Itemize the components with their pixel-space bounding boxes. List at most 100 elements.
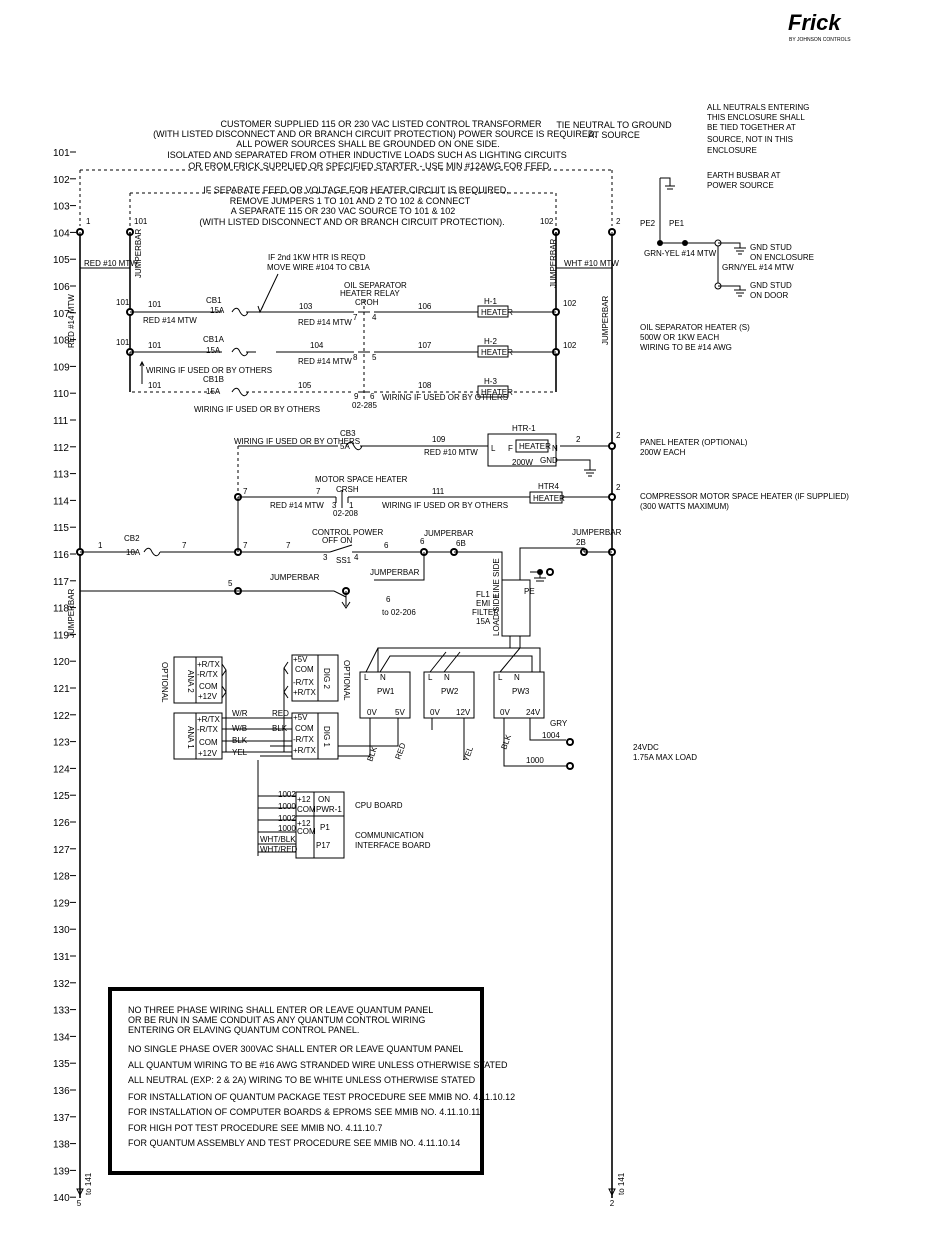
svg-text:1000: 1000 [278, 824, 296, 833]
svg-text:(WITH LISTED DISCONNECT AND OR: (WITH LISTED DISCONNECT AND OR BRANCH CI… [153, 129, 597, 139]
svg-text:WIRING IF USED OR BY OTHERS: WIRING IF USED OR BY OTHERS [234, 437, 360, 446]
oil-heater-note-2: 500W OR 1KW EACH [640, 333, 719, 342]
panel-heater-note: PANEL HEATER (OPTIONAL) [640, 438, 748, 447]
svg-text:111: 111 [432, 487, 445, 496]
note-line: NO SINGLE PHASE OVER 300VAC SHALL ENTER … [128, 1044, 463, 1054]
svg-text:MOVE WIRE #104 TO CB1A: MOVE WIRE #104 TO CB1A [267, 263, 371, 272]
svg-text:COM: COM [199, 738, 218, 747]
svg-text:WHT #10 MTW: WHT #10 MTW [564, 259, 619, 268]
svg-text:GND STUD: GND STUD [750, 243, 792, 252]
line-number: 117 [53, 577, 69, 588]
svg-text:6: 6 [370, 392, 375, 401]
svg-text:ANA 1: ANA 1 [186, 726, 195, 749]
v24dc-note-2: 1.75A MAX LOAD [633, 753, 697, 762]
svg-text:HEATER RELAY: HEATER RELAY [340, 289, 400, 298]
line-number: 123 [53, 738, 70, 749]
svg-text:OR FROM FRICK SUPPLIED OR SPEC: OR FROM FRICK SUPPLIED OR SPECIFIED STAR… [188, 161, 551, 171]
line-number: 115 [53, 523, 69, 534]
power-supplies: PW1 PW2 PW3 0V 5V 0V 12V 0V 24V L L L N … [260, 647, 574, 770]
svg-text:104: 104 [310, 341, 324, 350]
svg-text:+12: +12 [297, 819, 311, 828]
notes-text: NO THREE PHASE WIRING SHALL ENTER OR LEA… [128, 1005, 515, 1148]
line-number: 138 [53, 1140, 70, 1151]
svg-text:15A: 15A [476, 617, 491, 626]
svg-text:LINE SIDE: LINE SIDE [492, 558, 501, 597]
svg-text:ISOLATED AND SEPARATED FROM OT: ISOLATED AND SEPARATED FROM OTHER INDUCT… [167, 150, 567, 160]
svg-text:RED #10 MTW: RED #10 MTW [84, 259, 138, 268]
svg-text:to 02-206: to 02-206 [382, 608, 416, 617]
heater-circuits: 101 101 102 102 CB1 15A 101 RED #14 MTW … [116, 253, 577, 414]
jumperbar-118: 5 JUMPERBAR JUMPERBAR 6 to 02-206 JUMPER… [67, 497, 425, 638]
line-number: 112 [53, 443, 69, 454]
svg-text:+5V: +5V [293, 655, 308, 664]
svg-text:RED #14 MTW: RED #14 MTW [270, 501, 324, 510]
svg-text:02-208: 02-208 [333, 509, 358, 518]
line-number: 118 [53, 604, 69, 615]
svg-text:5: 5 [77, 1199, 82, 1208]
svg-text:+12V: +12V [198, 692, 218, 701]
svg-text:Frick: Frick [788, 10, 842, 35]
svg-text:LOAD SIDE: LOAD SIDE [492, 593, 501, 636]
svg-text:101: 101 [148, 341, 162, 350]
svg-text:107: 107 [418, 341, 432, 350]
line-number: 125 [53, 791, 70, 802]
svg-text:+R/TX: +R/TX [197, 715, 221, 724]
svg-text:WIRING IF USED OR BY OTHERS: WIRING IF USED OR BY OTHERS [194, 405, 320, 414]
svg-text:H-3: H-3 [484, 377, 497, 386]
neutrals-note: ALL NEUTRALS ENTERING THIS ENCLOSURE SHA… [707, 103, 809, 155]
svg-text:ON ENCLOSURE: ON ENCLOSURE [750, 253, 814, 262]
svg-text:BLK: BLK [365, 745, 379, 763]
svg-text:-R/TX: -R/TX [293, 735, 315, 744]
line-number: 106 [53, 282, 70, 293]
svg-text:JUMPERBAR: JUMPERBAR [370, 568, 420, 577]
svg-text:COMMUNICATION: COMMUNICATION [355, 831, 424, 840]
line-number: 109 [53, 362, 70, 373]
svg-text:H-1: H-1 [484, 297, 497, 306]
svg-text:6B: 6B [456, 539, 466, 548]
svg-text:N: N [514, 673, 520, 682]
svg-text:W/R: W/R [232, 709, 248, 718]
svg-text:HEATER: HEATER [481, 348, 513, 357]
line-number: 121 [53, 684, 70, 695]
line-number: 124 [53, 764, 70, 775]
line-number: 111 [53, 416, 69, 427]
svg-text:6: 6 [420, 537, 425, 546]
svg-text:REMOVE JUMPERS 1 TO 101 AND 2: REMOVE JUMPERS 1 TO 101 AND 2 TO 102 & C… [230, 196, 471, 206]
svg-text:3: 3 [323, 553, 328, 562]
svg-text:103: 103 [299, 302, 313, 311]
svg-text:H-2: H-2 [484, 337, 497, 346]
notes-box [108, 987, 484, 1175]
line-number: 131 [53, 952, 70, 963]
svg-text:BLK: BLK [499, 733, 513, 751]
svg-text:2: 2 [616, 217, 621, 226]
svg-text:W/B: W/B [232, 724, 247, 733]
svg-text:7: 7 [243, 487, 248, 496]
svg-text:101: 101 [116, 338, 130, 347]
svg-text:WHT/BLK: WHT/BLK [260, 835, 296, 844]
svg-text:02-285: 02-285 [352, 401, 377, 410]
svg-text:RED #14 MTW: RED #14 MTW [298, 318, 352, 327]
svg-text:+R/TX: +R/TX [197, 660, 221, 669]
oil-heater-note-3: WIRING TO BE #14 AWG [640, 343, 732, 352]
svg-text:CB2: CB2 [124, 534, 140, 543]
note-line: FOR INSTALLATION OF QUANTUM PACKAGE TEST… [128, 1092, 515, 1102]
svg-text:102: 102 [563, 341, 577, 350]
svg-text:PW2: PW2 [441, 687, 459, 696]
svg-text:3: 3 [332, 501, 337, 510]
svg-text:WIRING IF USED OR BY OTHERS: WIRING IF USED OR BY OTHERS [382, 393, 508, 402]
svg-text:WIRING IF USED OR BY OTHERS: WIRING IF USED OR BY OTHERS [382, 501, 508, 510]
svg-text:A SEPARATE 115 OR 230 VAC SOUR: A SEPARATE 115 OR 230 VAC SOURCE TO 101 … [231, 206, 456, 216]
svg-text:0V: 0V [500, 708, 510, 717]
svg-text:(WITH LISTED DISCONNECT AND OR: (WITH LISTED DISCONNECT AND OR BRANCH CI… [199, 217, 504, 227]
svg-text:CUSTOMER SUPPLIED 115 OR 230 V: CUSTOMER SUPPLIED 115 OR 230 VAC LISTED … [220, 119, 542, 129]
svg-text:RED: RED [272, 709, 289, 718]
line-number: 130 [53, 925, 70, 936]
svg-text:POWER SOURCE: POWER SOURCE [707, 181, 774, 190]
v24dc-note: 24VDC [633, 743, 659, 752]
svg-text:2: 2 [610, 1199, 615, 1208]
svg-text:CB1A: CB1A [203, 335, 225, 344]
tie-neutral-note: TIE NEUTRAL TO GROUND AT SOURCE [556, 120, 672, 140]
svg-text:YEL: YEL [232, 748, 248, 757]
svg-text:+R/TX: +R/TX [293, 746, 317, 755]
